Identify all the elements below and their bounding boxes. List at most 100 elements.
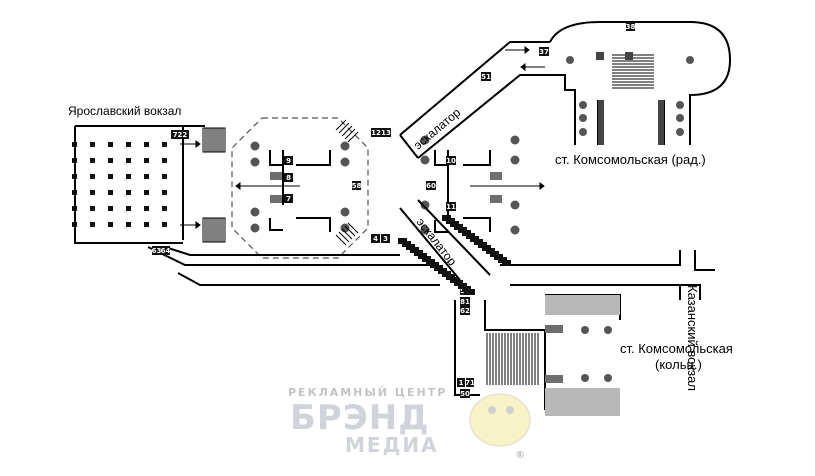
column-marker bbox=[581, 374, 589, 382]
column-marker bbox=[144, 142, 149, 147]
column-marker bbox=[579, 128, 587, 136]
svg-text:3: 3 bbox=[383, 235, 388, 243]
column-marker bbox=[90, 174, 95, 179]
column-marker bbox=[340, 141, 350, 151]
svg-text:13: 13 bbox=[381, 129, 391, 137]
advert-spot-51: 51 bbox=[481, 72, 491, 81]
lower-escalator-corridor bbox=[399, 199, 491, 281]
column-marker bbox=[108, 190, 113, 195]
upper-escalator-corridor bbox=[399, 41, 550, 159]
svg-text:60: 60 bbox=[426, 182, 436, 190]
svg-text:10: 10 bbox=[446, 157, 456, 165]
column-marker bbox=[90, 190, 95, 195]
column-marker bbox=[108, 174, 113, 179]
advert-spot-722: 722 bbox=[171, 130, 189, 139]
hall-inner-walls bbox=[269, 150, 491, 233]
column-marker bbox=[420, 200, 430, 210]
column-marker bbox=[686, 56, 694, 64]
rad-station-columns bbox=[566, 56, 694, 136]
column-marker bbox=[126, 206, 131, 211]
ring-blocks bbox=[545, 325, 563, 383]
column-marker bbox=[676, 114, 684, 122]
hall-small-stairs bbox=[335, 119, 359, 246]
advert-spot-62: 62 bbox=[460, 306, 470, 315]
column-marker bbox=[162, 158, 167, 163]
column-marker bbox=[162, 190, 167, 195]
advert-spot-8: 8 bbox=[284, 173, 293, 182]
column-marker bbox=[566, 56, 574, 64]
advert-spot-10: 10 bbox=[446, 156, 456, 165]
column-marker bbox=[676, 128, 684, 136]
advert-spot-13: 13 bbox=[381, 128, 391, 137]
svg-text:71: 71 bbox=[465, 379, 475, 387]
column-marker bbox=[108, 206, 113, 211]
column-marker bbox=[90, 158, 95, 163]
column-marker bbox=[162, 222, 167, 227]
column-marker bbox=[108, 222, 113, 227]
svg-text:11: 11 bbox=[446, 203, 456, 211]
column-marker bbox=[250, 223, 260, 233]
svg-text:722: 722 bbox=[173, 131, 188, 139]
watermark-reg: ® bbox=[515, 450, 525, 461]
column-marker bbox=[144, 222, 149, 227]
column-marker bbox=[579, 101, 587, 109]
yaroslavsky-station-label: Ярославский вокзал bbox=[68, 104, 182, 118]
column-marker bbox=[108, 142, 113, 147]
kazansky-passages bbox=[147, 246, 715, 300]
ring-platform-bottom bbox=[545, 388, 620, 416]
column-marker bbox=[581, 326, 589, 334]
column-marker bbox=[126, 158, 131, 163]
column-marker bbox=[144, 158, 149, 163]
advert-spot-1: 1 bbox=[457, 378, 465, 387]
hall-columns bbox=[250, 135, 520, 235]
advert-spot-11: 11 bbox=[446, 202, 456, 211]
column-marker bbox=[676, 101, 684, 109]
column-marker bbox=[144, 174, 149, 179]
column-marker bbox=[510, 200, 520, 210]
central-hall bbox=[231, 117, 369, 259]
column-marker bbox=[126, 222, 131, 227]
column-marker bbox=[250, 207, 260, 217]
svg-text:8: 8 bbox=[286, 174, 291, 182]
rad-station-blocks bbox=[596, 52, 633, 60]
rad-station-platform-bars bbox=[598, 100, 664, 145]
column-marker bbox=[510, 225, 520, 235]
flow-arrows bbox=[180, 46, 545, 229]
advert-spot-9: 9 bbox=[284, 156, 293, 165]
ring-station-stairs bbox=[486, 333, 539, 385]
column-marker bbox=[126, 142, 131, 147]
advert-spot-small bbox=[466, 289, 475, 295]
advert-spot-12: 12 bbox=[371, 128, 381, 137]
column-marker bbox=[250, 157, 260, 167]
svg-text:7: 7 bbox=[286, 195, 291, 203]
svg-text:51: 51 bbox=[481, 73, 491, 81]
stairs-frame-bottom bbox=[202, 217, 226, 243]
advert-spot-small bbox=[502, 260, 511, 266]
column-marker bbox=[340, 223, 350, 233]
ring-columns bbox=[581, 326, 612, 382]
advert-spot-81: 81 bbox=[460, 297, 470, 306]
advert-spot-60: 60 bbox=[426, 181, 436, 190]
advert-spot-58: 58 bbox=[352, 181, 361, 190]
brand-mascot bbox=[469, 393, 531, 447]
svg-text:81: 81 bbox=[460, 298, 470, 306]
advert-spot-3: 3 bbox=[381, 234, 390, 243]
komsomolskaya-kolts-label-line1: ст. Комсомольская bbox=[620, 341, 733, 356]
watermark-line2: БРЭНД bbox=[290, 398, 430, 438]
svg-text:4: 4 bbox=[373, 235, 378, 243]
column-marker bbox=[250, 141, 260, 151]
kazansky-station-label: Казанский вокзал bbox=[685, 285, 700, 391]
advert-spot-7: 7 bbox=[284, 194, 293, 203]
column-marker bbox=[579, 114, 587, 122]
svg-text:64: 64 bbox=[161, 247, 171, 255]
column-marker bbox=[340, 207, 350, 217]
advert-spot-71: 71 bbox=[465, 378, 475, 387]
column-marker bbox=[144, 206, 149, 211]
advert-spot-64: 64 bbox=[161, 246, 171, 255]
column-marker bbox=[126, 190, 131, 195]
advert-spot-37: 37 bbox=[539, 47, 549, 56]
svg-text:63: 63 bbox=[152, 247, 162, 255]
column-marker bbox=[144, 190, 149, 195]
column-marker bbox=[510, 135, 520, 145]
